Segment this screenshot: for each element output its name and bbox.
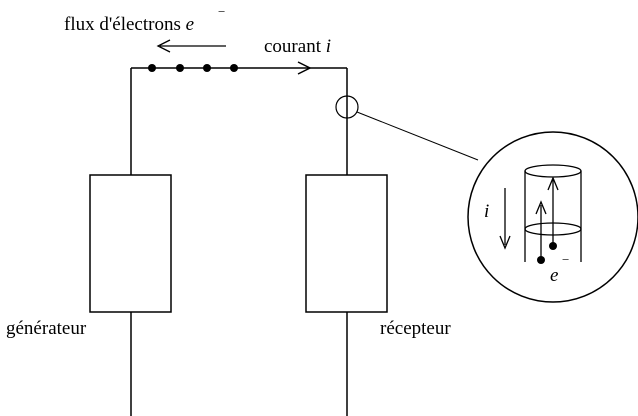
zoom-connector-line [356, 111, 479, 161]
zoom-small-circle [335, 95, 359, 119]
electron-dot [176, 64, 184, 72]
zoom-electron-dot [537, 256, 545, 264]
receiver-label: récepteur [380, 318, 451, 339]
zoom-electron-arrows [535, 176, 559, 258]
electron-dot [203, 64, 211, 72]
electron-flow-arrow [156, 39, 226, 53]
zoom-current-label: i [484, 201, 489, 222]
generator-label: générateur [6, 318, 87, 339]
electron-dot [148, 64, 156, 72]
zoom-detail: i e − [467, 131, 638, 303]
receiver-box [305, 174, 388, 313]
electron-dot [230, 64, 238, 72]
electron-flow-label: flux d'électrons e [64, 14, 194, 35]
current-arrowhead [297, 61, 312, 75]
zoom-electron-dot [549, 242, 557, 250]
generator-box [89, 174, 172, 313]
zoom-current-arrow [499, 188, 511, 250]
zoom-electron-superscript: − [562, 252, 569, 267]
current-label: courant i [264, 36, 331, 57]
wire-electrons [148, 64, 238, 72]
zoom-electron-label: e [550, 265, 558, 286]
electron-flow-superscript: − [218, 4, 225, 19]
